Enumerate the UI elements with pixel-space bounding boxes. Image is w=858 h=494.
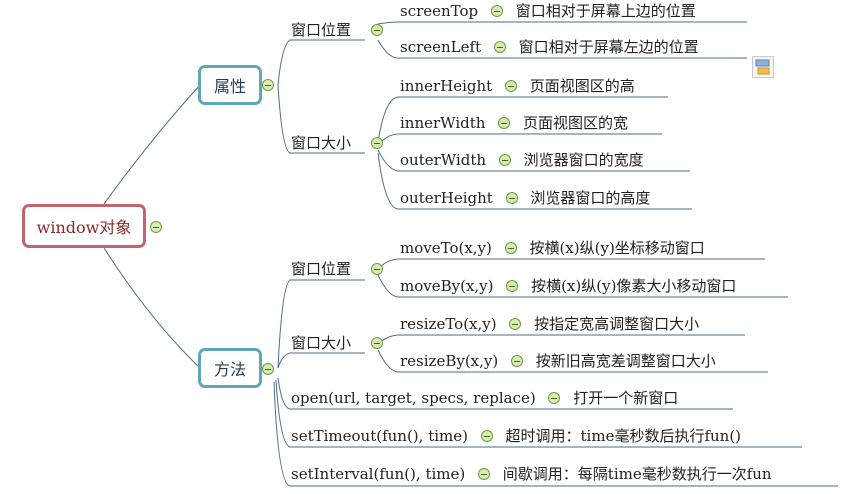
leaf-outerHeight[interactable]: outerHeight 浏览器窗口的高度: [400, 189, 650, 207]
root-label: window对象: [36, 218, 132, 237]
leaf-desc: 页面视图区的高: [529, 77, 635, 95]
properties-size-label: 窗口大小: [291, 134, 352, 152]
leaf-name: setTimeout(fun(), time): [291, 427, 468, 445]
leaf-name: setInterval(fun(), time): [291, 465, 466, 483]
category-methods-label: 方法: [213, 360, 246, 379]
leaf-name: resizeTo(x,y): [400, 315, 497, 333]
leaf-name: moveBy(x,y): [400, 277, 494, 295]
leaf-collapse-icon[interactable]: [511, 355, 524, 367]
leaf-desc: 按横(x)纵(y)像素大小移动窗口: [531, 277, 737, 295]
properties-position-node[interactable]: 窗口位置: [291, 21, 351, 39]
leaf-collapse-icon[interactable]: [548, 392, 561, 404]
methods-collapse-icon[interactable]: [262, 363, 274, 375]
methods-size-node[interactable]: 窗口大小: [291, 334, 351, 352]
methods-position-node[interactable]: 窗口位置: [291, 260, 351, 278]
leaf-name: open(url, target, specs, replace): [291, 389, 536, 407]
methods-size-label: 窗口大小: [291, 334, 352, 352]
leaf-desc: 页面视图区的宽: [522, 114, 628, 132]
leaf-desc: 按指定宽高调整窗口大小: [534, 315, 700, 333]
leaf-open[interactable]: open(url, target, specs, replace) 打开一个新窗…: [291, 389, 678, 407]
leaf-resizeBy[interactable]: resizeBy(x,y) 按新旧高宽差调整窗口大小: [400, 352, 716, 370]
root-collapse-icon[interactable]: [150, 221, 162, 233]
leaf-name: innerWidth: [400, 114, 486, 132]
category-properties-label: 属性: [213, 77, 246, 96]
leaf-desc: 窗口相对于屏幕左边的位置: [518, 38, 699, 56]
properties-size-node[interactable]: 窗口大小: [291, 134, 351, 152]
leaf-name: innerHeight: [400, 77, 493, 95]
leaf-desc: 打开一个新窗口: [573, 389, 679, 407]
leaf-collapse-icon[interactable]: [490, 5, 503, 17]
leaf-moveTo[interactable]: moveTo(x,y) 按横(x)纵(y)坐标移动窗口: [400, 239, 705, 257]
leaf-collapse-icon[interactable]: [498, 117, 511, 129]
methods-position-collapse-icon[interactable]: [371, 263, 383, 275]
leaf-moveBy[interactable]: moveBy(x,y) 按横(x)纵(y)像素大小移动窗口: [400, 277, 736, 295]
root-node[interactable]: window对象: [22, 204, 146, 248]
leaf-collapse-icon[interactable]: [480, 430, 493, 442]
leaf-desc: 按横(x)纵(y)坐标移动窗口: [529, 239, 705, 257]
leaf-desc: 浏览器窗口的高度: [530, 189, 651, 207]
leaf-collapse-icon[interactable]: [478, 468, 491, 480]
leaf-name: outerWidth: [400, 151, 487, 169]
category-properties[interactable]: 属性: [198, 65, 262, 105]
leaf-desc: 按新旧高宽差调整窗口大小: [535, 352, 716, 370]
leaf-resizeTo[interactable]: resizeTo(x,y) 按指定宽高调整窗口大小: [400, 315, 699, 333]
leaf-name: screenLeft: [400, 38, 482, 56]
category-methods[interactable]: 方法: [198, 348, 262, 388]
methods-size-collapse-icon[interactable]: [371, 337, 383, 349]
leaf-desc: 窗口相对于屏幕上边的位置: [515, 2, 696, 20]
leaf-collapse-icon[interactable]: [498, 154, 511, 166]
leaf-collapse-icon[interactable]: [504, 242, 517, 254]
leaf-screenLeft[interactable]: screenLeft 窗口相对于屏幕左边的位置: [400, 38, 699, 56]
leaf-desc: 浏览器窗口的宽度: [523, 151, 644, 169]
leaf-setTimeout[interactable]: setTimeout(fun(), time) 超时调用：time毫秒数后执行f…: [291, 427, 741, 445]
leaf-desc: 间歇调用：每隔time毫秒数执行一次fun: [502, 465, 772, 483]
leaf-name: screenTop: [400, 2, 479, 20]
notes-icon[interactable]: [752, 56, 774, 78]
leaf-collapse-icon[interactable]: [509, 318, 522, 330]
properties-position-label: 窗口位置: [291, 21, 352, 39]
properties-collapse-icon[interactable]: [262, 79, 274, 91]
leaf-outerWidth[interactable]: outerWidth 浏览器窗口的宽度: [400, 151, 644, 169]
leaf-collapse-icon[interactable]: [505, 192, 518, 204]
leaf-innerWidth[interactable]: innerWidth 页面视图区的宽: [400, 114, 628, 132]
leaf-collapse-icon[interactable]: [493, 41, 506, 53]
leaf-desc: 超时调用：time毫秒数后执行fun(): [505, 427, 742, 445]
leaf-name: outerHeight: [400, 189, 493, 207]
leaf-innerHeight[interactable]: innerHeight 页面视图区的高: [400, 77, 635, 95]
leaf-name: moveTo(x,y): [400, 239, 492, 257]
methods-position-label: 窗口位置: [291, 260, 352, 278]
leaf-name: resizeBy(x,y): [400, 352, 499, 370]
leaf-collapse-icon[interactable]: [506, 280, 519, 292]
leaf-screenTop[interactable]: screenTop 窗口相对于屏幕上边的位置: [400, 2, 696, 20]
properties-position-collapse-icon[interactable]: [371, 24, 383, 36]
leaf-collapse-icon[interactable]: [505, 80, 517, 92]
leaf-setInterval[interactable]: setInterval(fun(), time) 间歇调用：每隔time毫秒数执…: [291, 465, 772, 483]
properties-size-collapse-icon[interactable]: [371, 137, 383, 149]
